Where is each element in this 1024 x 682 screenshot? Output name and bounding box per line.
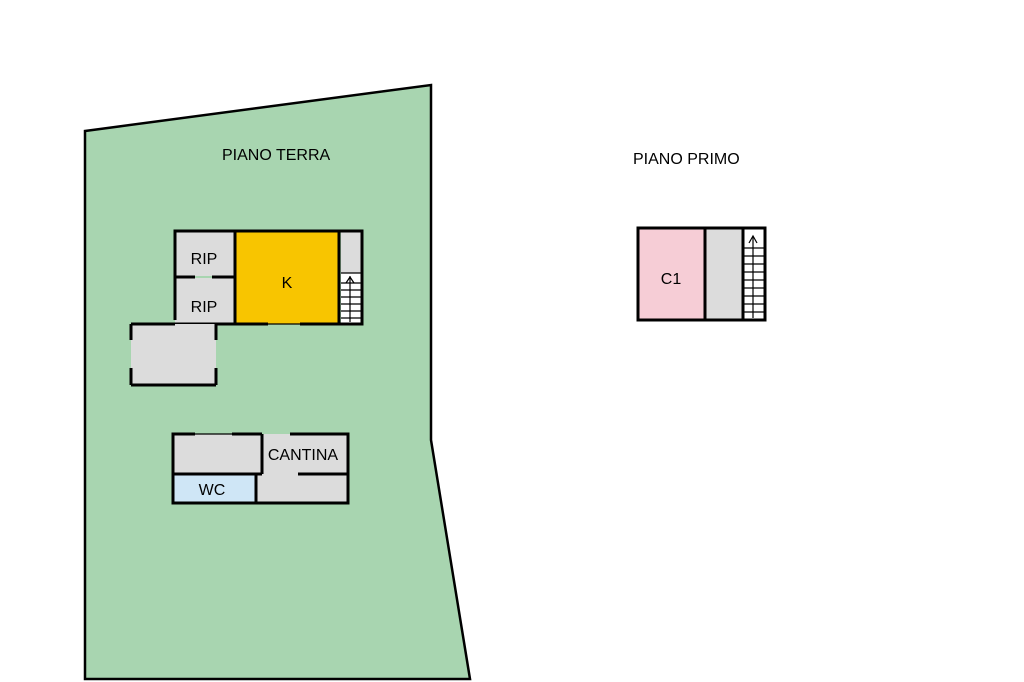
label-kitchen: K — [282, 275, 293, 292]
main-building: RIP RIP K — [173, 229, 364, 326]
room-cantina — [262, 434, 348, 503]
stair-landing — [341, 231, 362, 273]
ground-floor-title: PIANO TERRA — [222, 147, 331, 164]
staircase-first — [744, 228, 765, 320]
staircase — [341, 273, 362, 324]
room-kitchen — [236, 231, 339, 324]
label-rip-top: RIP — [191, 251, 218, 268]
room-rip-bottom — [175, 278, 235, 324]
room-rip-top — [175, 231, 235, 276]
label-cantina: CANTINA — [268, 447, 339, 464]
label-c1: C1 — [661, 271, 682, 288]
first-floor-building: C1 — [636, 226, 767, 322]
room-wc — [173, 475, 256, 503]
label-rip-bottom: RIP — [191, 299, 218, 316]
room-c1 — [638, 228, 705, 320]
first-floor-title: PIANO PRIMO — [633, 151, 740, 168]
hallway — [706, 228, 743, 320]
annex — [129, 322, 218, 387]
stair-treads-ground — [341, 275, 362, 322]
stair-treads-first — [744, 234, 765, 318]
label-wc: WC — [199, 482, 226, 499]
cellar-building: CANTINA WC — [171, 432, 350, 505]
